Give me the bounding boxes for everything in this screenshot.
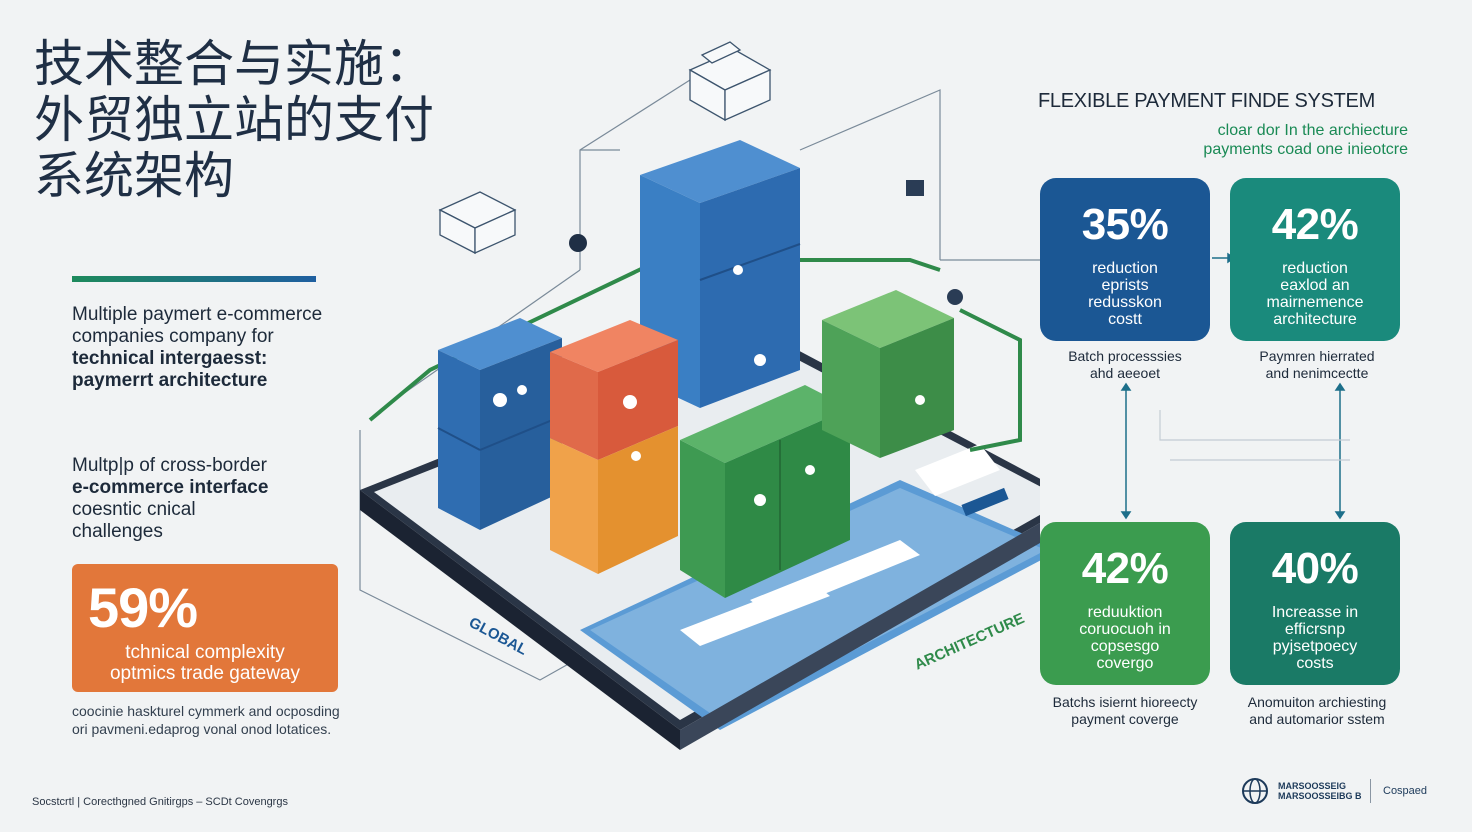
footer-brand-text-1: MARSOOSSEIG — [1278, 781, 1347, 791]
accent-divider — [72, 276, 316, 282]
intro-line-2: companies company for — [72, 326, 274, 347]
right-subheading-line-1: cloar dor In the archiecture — [1217, 122, 1408, 139]
green-server-front — [680, 385, 850, 598]
stat-card-1-label-2: eprists — [1101, 277, 1149, 294]
screen-card-3 — [915, 444, 1000, 496]
stat-card-2-label-3: mairnemence — [1266, 294, 1364, 311]
stat-card-3-label-3: copsesgo — [1090, 638, 1160, 655]
green-server-right — [822, 290, 954, 458]
stat-card-1: 35% reduction eprists redusskon costt — [1040, 178, 1210, 341]
challenges-paragraph: Multp|p of cross-border e-commerce inter… — [72, 455, 372, 543]
intro-paragraph: Multiple paymert e-commerce companies co… — [72, 304, 372, 392]
stat-card-3: 42% reduuktion coruocuoh in copsesgo cov… — [1040, 522, 1210, 685]
stat-card-2-label-1: reduction — [1282, 260, 1348, 277]
intro-line-1: Multiple paymert e-commerce — [72, 304, 323, 325]
title-line-3: 系统架构 — [34, 147, 234, 205]
stat-card-2: 42% reduction eaxlod an mairnemence arch… — [1230, 178, 1400, 341]
card-connectors — [1120, 252, 1350, 520]
box-icons — [493, 265, 925, 506]
footer-brand-text-2: MARSOOSSEIBG B — [1278, 791, 1362, 801]
stat-card-4-caption: Anomuiton archiesting and automarior sst… — [1222, 694, 1412, 728]
stat-card-1-caption: Batch processsies ahd aeeoet — [1030, 348, 1220, 382]
stat-card-3-caption: Batchs isiernt hioreecty payment coverge — [1030, 694, 1220, 728]
stat-card-3-label-1: reduuktion — [1087, 604, 1163, 621]
stat-card-4-label-3: pyjsetpoecy — [1272, 638, 1358, 655]
footer-brand: MARSOOSSEIG MARSOOSSEIBG B Cospaed — [1240, 776, 1427, 806]
right-heading: FLEXIBLE PAYMENT FINDE SYSTEM — [1038, 90, 1375, 112]
printer-icon-top — [688, 41, 772, 122]
stat-card-3-label-2: coruocuoh in — [1079, 621, 1171, 638]
orange-server — [550, 320, 678, 574]
challenges-line-4: challenges — [72, 521, 163, 542]
globe-logo-icon — [1242, 778, 1268, 804]
right-subheading: cloar dor In the archiecture payments co… — [1040, 121, 1408, 159]
stat-card-1-label-3: redusskon — [1088, 294, 1162, 311]
stat-card-4-label-4: costs — [1296, 655, 1334, 672]
challenges-line-3: coesntic cnical — [72, 499, 196, 520]
intro-line-3: technical intergaesst: — [72, 348, 268, 369]
stat-card-3-caption-2: payment coverge — [1071, 711, 1179, 727]
stat-card-1-caption-1: Batch processsies — [1068, 348, 1182, 364]
stat-card-1-label: reduction eprists redusskon costt — [1040, 260, 1210, 328]
stat-card-4-label-2: efficrsnp — [1284, 621, 1346, 638]
stat-card-2-label-4: architecture — [1273, 311, 1357, 328]
stat-card-4-label-1: Increasse in — [1271, 604, 1359, 621]
stat-card-4-label: Increasse in efficrsnp pyjsetpoecy costs — [1230, 604, 1400, 672]
footer-separator — [1370, 779, 1371, 803]
title-line-1: 技术整合与实施： — [34, 35, 434, 93]
title-line-2: 外贸独立站的支付 — [34, 91, 434, 149]
challenges-line-2: e-commerce interface — [72, 477, 269, 498]
highlight-label-2: optmics trade gateway — [109, 663, 301, 684]
highlight-stat-card: 59% tchnical complexity optmics trade ga… — [72, 564, 338, 692]
stat-card-2-value: 42% — [1271, 200, 1359, 249]
blue-server-tall — [640, 140, 801, 408]
small-badge-icon — [906, 180, 924, 196]
stat-card-2-label: reduction eaxlod an mairnemence architec… — [1230, 260, 1400, 328]
footnote-text: coocinie haskturel cymmerk and ocposding… — [72, 702, 372, 738]
isometric-architecture-illustration — [359, 41, 1040, 750]
stat-card-2-caption-2: and nenimcectte — [1265, 365, 1369, 381]
stat-card-2-caption-1: Paymren hierrated — [1259, 348, 1375, 364]
stat-card-1-value: 35% — [1081, 200, 1169, 249]
stat-card-4-value: 40% — [1271, 544, 1359, 593]
screen-button — [961, 487, 1009, 517]
challenges-line-1: Multp|p of cross-border — [72, 455, 268, 476]
stat-card-4-caption-2: and automarior sstem — [1249, 711, 1385, 727]
stat-card-3-label-4: covergo — [1096, 655, 1154, 672]
footer-right-label: Cospaed — [1383, 785, 1428, 797]
stat-card-4: 40% Increasse in efficrsnp pyjsetpoecy c… — [1230, 522, 1400, 685]
footnote-line-1: coocinie haskturel cymmerk and ocposding — [72, 703, 340, 719]
page-title: 技术整合与实施： 外贸独立站的支付 系统架构 — [34, 36, 554, 204]
printer-icon-left — [438, 191, 517, 255]
stat-card-3-caption-1: Batchs isiernt hioreecty — [1052, 694, 1198, 710]
stat-card-4-caption-1: Anomuiton archiesting — [1247, 694, 1387, 710]
stat-card-1-label-4: costt — [1108, 311, 1142, 328]
screen-card-2 — [750, 540, 920, 616]
small-circle-icon — [947, 289, 963, 305]
stat-card-1-caption-2: ahd aeeoet — [1089, 365, 1161, 381]
stat-card-3-value: 42% — [1081, 544, 1169, 593]
footer-brand-text: MARSOOSSEIG MARSOOSSEIBG B — [1278, 781, 1362, 801]
right-subheading-line-2: payments coad one inieotcre — [1203, 141, 1408, 158]
blue-server-left — [437, 318, 563, 530]
highlight-label-1: tchnical complexity — [125, 642, 285, 663]
intro-line-4: paymerrt architecture — [72, 370, 268, 391]
stat-card-3-label: reduuktion coruocuoh in copsesgo covergo — [1040, 604, 1210, 672]
stat-card-1-label-1: reduction — [1092, 260, 1158, 277]
stat-card-2-caption: Paymren hierrated and nenimcectte — [1222, 348, 1412, 382]
stat-card-2-label-2: eaxlod an — [1280, 277, 1350, 294]
highlight-value: 59% — [88, 576, 198, 639]
footnote-line-2: ori pavmeni.edaprog vonal onod lotatices… — [72, 721, 332, 737]
footer-credits: Socstcrtl | Corecthgned Gnitirgps – SCDt… — [32, 796, 288, 808]
small-node-icon — [569, 234, 587, 252]
